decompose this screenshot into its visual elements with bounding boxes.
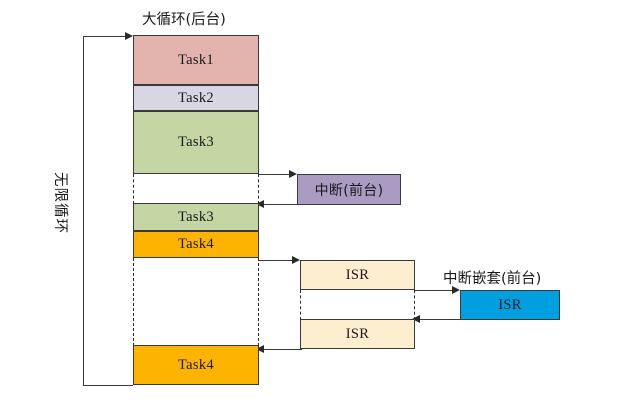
arrow-return-interrupt-head xyxy=(256,199,264,208)
arrow-return-isr-head xyxy=(256,344,264,353)
arrow-return-interrupt-line xyxy=(262,204,299,205)
task3-block-first: Task3 xyxy=(133,111,259,174)
dashed-rail-isr-left xyxy=(300,290,301,320)
task1-block: Task1 xyxy=(133,35,259,85)
dashed-rail-right-upper xyxy=(258,174,259,204)
loop-bracket-bottom xyxy=(83,385,133,386)
label-infinite-loop: 无限循环 xyxy=(52,172,68,234)
task3-block-second: Task3 xyxy=(133,203,259,231)
arrow-return-nested-head xyxy=(412,314,420,323)
title-background-loop: 大循环(后台) xyxy=(142,12,226,28)
dashed-rail-right-lower xyxy=(258,258,259,346)
isr-block-first: ISR xyxy=(300,260,415,290)
loop-bracket-arrowhead xyxy=(125,31,133,40)
arrow-enter-isr-head xyxy=(292,255,300,264)
loop-bracket-top xyxy=(83,36,125,37)
isr-nested-block: ISR xyxy=(460,290,560,320)
arrow-return-nested-line xyxy=(418,319,460,320)
task4-block-first: Task4 xyxy=(133,231,259,258)
arrow-enter-nested-line xyxy=(415,290,454,291)
arrow-enter-interrupt-line xyxy=(259,174,291,175)
loop-bracket-vertical xyxy=(83,36,84,385)
dashed-rail-left-lower xyxy=(133,258,134,346)
task4-block-second: Task4 xyxy=(133,345,259,385)
dashed-rail-isr-right xyxy=(414,290,415,320)
task2-block: Task2 xyxy=(133,85,259,111)
dashed-rail-left-upper xyxy=(133,174,134,204)
arrow-enter-isr-line xyxy=(259,260,294,261)
isr-block-second: ISR xyxy=(300,319,415,349)
title-nested-interrupt: 中断嵌套(前台) xyxy=(443,271,542,287)
arrow-return-isr-line xyxy=(262,349,302,350)
arrow-enter-nested-head xyxy=(452,285,460,294)
interrupt-block: 中断(前台) xyxy=(297,174,401,205)
arrow-enter-interrupt-head xyxy=(289,169,297,178)
